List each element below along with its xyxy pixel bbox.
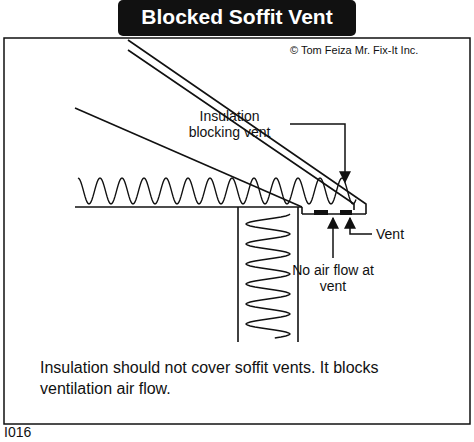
frame bbox=[4, 38, 470, 424]
ceiling bbox=[75, 206, 302, 208]
attic-insulation bbox=[78, 178, 356, 204]
caption: Insulation should not cover soffit vents… bbox=[40, 358, 440, 400]
leader-arrow bbox=[290, 124, 345, 182]
figure-number: I016 bbox=[4, 424, 64, 440]
callout-label: Insulation blocking vent bbox=[172, 108, 287, 140]
soffit-end bbox=[301, 207, 303, 214]
wall-insulation bbox=[246, 214, 290, 338]
callout-label: Vent bbox=[376, 226, 436, 242]
soffit bbox=[302, 213, 366, 215]
callout-label: No air flow at vent bbox=[290, 262, 376, 294]
copyright: © Tom Feiza Mr. Fix-It Inc. bbox=[290, 44, 466, 57]
wall-line bbox=[237, 207, 239, 342]
roof-deck-top bbox=[128, 40, 366, 214]
title: Blocked Soffit Vent bbox=[118, 5, 356, 29]
leader-arrow bbox=[332, 218, 334, 258]
leader-arrow bbox=[350, 218, 372, 234]
title-band bbox=[118, 0, 356, 36]
vent-opening bbox=[314, 210, 328, 215]
vent-opening bbox=[340, 210, 352, 215]
rafter bbox=[75, 108, 302, 207]
